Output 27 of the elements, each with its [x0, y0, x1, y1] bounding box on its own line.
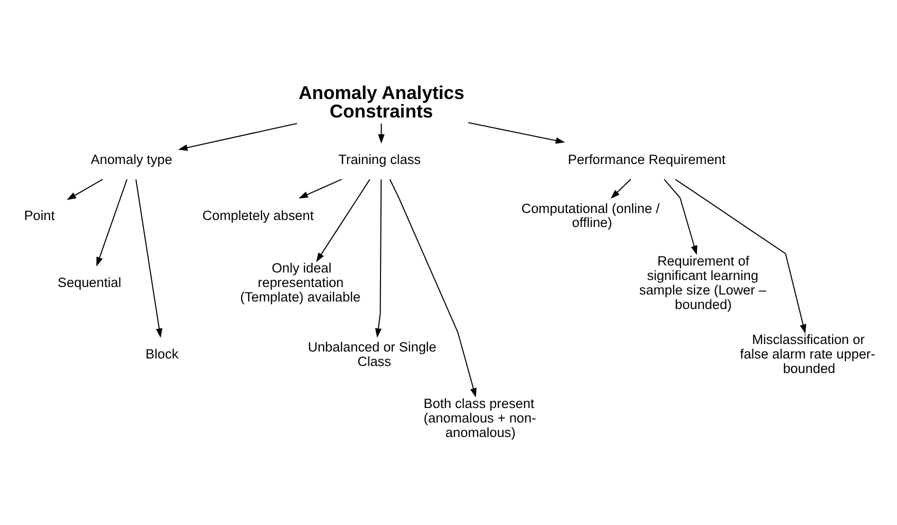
- node-text: Anomaly Analytics Constraints: [298, 82, 464, 122]
- arrow: [468, 122, 566, 144]
- node-text: Misclassification or false alarm rate upper-bounded: [740, 332, 876, 376]
- arrow: [96, 178, 128, 266]
- arrow: [178, 122, 298, 150]
- node-text: Anomaly type: [90, 152, 172, 167]
- arrow: [664, 178, 698, 254]
- arrow: [675, 178, 806, 334]
- arrow: [66, 178, 103, 200]
- arrow: [135, 178, 162, 338]
- node-text: Requirement of significant learning sample size (Lower – bounded): [639, 252, 766, 312]
- node-text: Sequential: [58, 274, 122, 290]
- node-text: Block: [146, 346, 178, 362]
- node-text: Both class present (anomalous + non-anomalous): [424, 396, 536, 440]
- node-text: Training class: [338, 152, 421, 167]
- node-text: Computational (online / offline): [521, 200, 660, 230]
- node-text: Unbalanced or Single Class: [308, 338, 436, 368]
- node-text: Only ideal representation (Template) available: [240, 260, 360, 304]
- arrow: [389, 178, 477, 397]
- arrow: [316, 178, 370, 262]
- arrow: [378, 123, 385, 144]
- node-text: Point: [24, 207, 55, 222]
- arrow: [298, 178, 342, 198]
- arrow: [375, 178, 382, 338]
- node-text: Completely absent: [202, 207, 314, 222]
- arrow: [610, 178, 632, 198]
- node-text: Performance Requirement: [568, 152, 726, 167]
